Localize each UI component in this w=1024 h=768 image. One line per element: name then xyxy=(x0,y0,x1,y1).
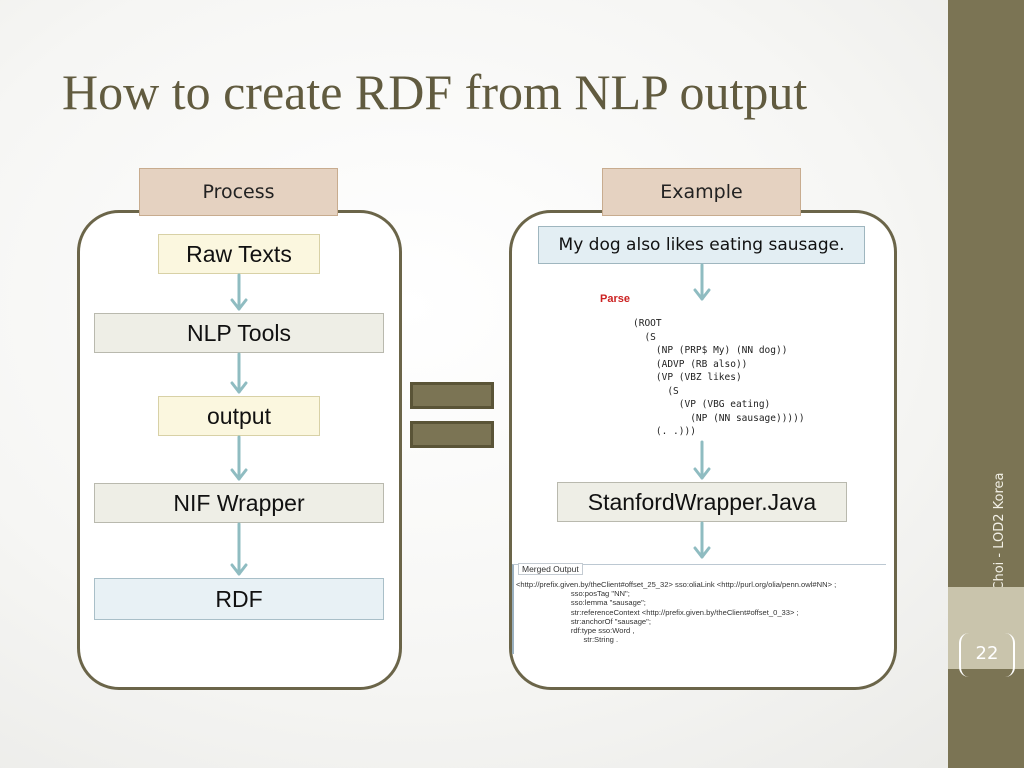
step-nlp-tools: NLP Tools xyxy=(94,313,384,353)
example-header: Example xyxy=(602,168,801,216)
arrow-icon xyxy=(693,440,711,480)
arrow-icon xyxy=(230,522,248,576)
arrow-icon xyxy=(693,521,711,559)
page-number: 22 xyxy=(975,643,999,664)
step-nif-wrapper: NIF Wrapper xyxy=(94,483,384,523)
merged-output-frame xyxy=(512,564,886,654)
stanford-wrapper-box: StanfordWrapper.Java xyxy=(557,482,847,522)
page-number-frame xyxy=(959,633,1015,677)
step-output: output xyxy=(158,396,320,436)
step-rdf: RDF xyxy=(94,578,384,620)
parse-tree: (ROOT (S (NP (PRP$ My) (NN dog)) (ADVP (… xyxy=(633,318,805,437)
step-raw-texts: Raw Texts xyxy=(158,234,320,274)
parse-label: Parse xyxy=(600,293,630,305)
arrow-icon xyxy=(230,435,248,481)
process-header: Process xyxy=(139,168,338,216)
equals-bar-top xyxy=(410,382,494,409)
arrow-icon xyxy=(230,273,248,311)
arrow-icon xyxy=(693,263,711,301)
merged-output-label: Merged Output xyxy=(518,563,583,575)
equals-bar-bottom xyxy=(410,421,494,448)
slide-title: How to create RDF from NLP output xyxy=(62,64,808,120)
merged-output-text: <http://prefix.given.by/theClient#offset… xyxy=(516,580,837,645)
example-sentence: My dog also likes eating sausage. xyxy=(538,226,865,264)
arrow-icon xyxy=(230,352,248,394)
